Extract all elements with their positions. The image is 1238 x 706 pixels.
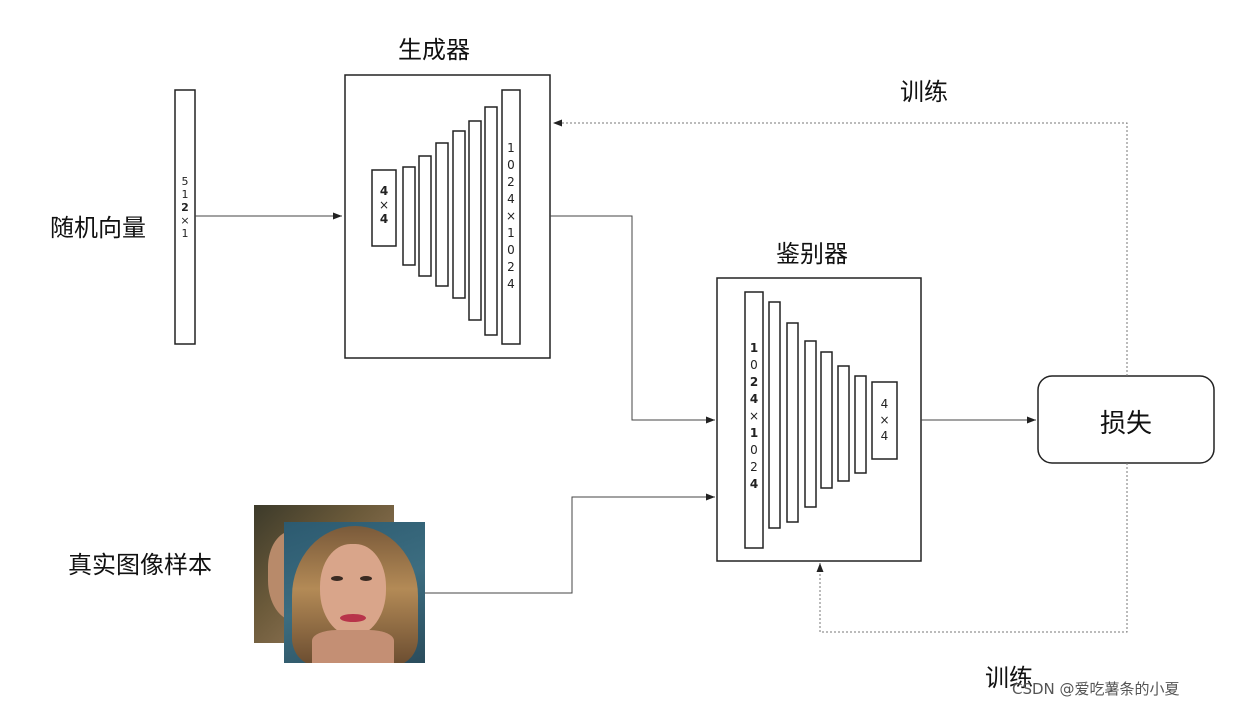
generator-layer — [402, 166, 416, 266]
discriminator-output-layer — [871, 381, 898, 460]
discriminator-output-dims: 4 × 4 — [879, 397, 890, 443]
random-vector-label: 随机向量 — [50, 214, 146, 242]
generator-layer — [435, 142, 449, 287]
random-vector-dims: 5 1 2 × 1 — [180, 175, 190, 240]
generator-input-layer — [371, 169, 397, 247]
generator-layer — [468, 120, 482, 321]
discriminator-layer — [786, 322, 799, 523]
generator-layer — [418, 155, 432, 277]
generator-layer — [484, 106, 498, 336]
generator-layer — [452, 130, 466, 299]
train-label-top: 训练 — [900, 78, 948, 106]
discriminator-layer — [820, 351, 833, 489]
arrow-real-to-discriminator — [425, 493, 715, 594]
training-loop-discriminator — [816, 463, 1128, 633]
arrow-generator-to-discriminator — [550, 215, 715, 424]
training-loop-generator — [553, 119, 1128, 376]
real-sample-photo-front — [284, 522, 425, 663]
generator-output-dims: 1 0 2 4 × 1 0 2 4 — [505, 141, 517, 291]
generator-output-layer — [501, 89, 521, 345]
random-vector-bar — [174, 89, 196, 345]
discriminator-layer — [768, 301, 781, 529]
discriminator-title: 鉴别器 — [776, 240, 848, 268]
loss-box — [1037, 375, 1215, 464]
discriminator-layer — [854, 375, 867, 474]
watermark: CSDN @爱吃薯条的小夏 — [1012, 680, 1180, 698]
discriminator-layer — [804, 340, 817, 508]
real-samples-label: 真实图像样本 — [68, 551, 212, 579]
generator-title: 生成器 — [398, 36, 470, 64]
discriminator-input-dims: 1 0 2 4 × 1 0 2 4 — [748, 341, 760, 491]
train-label-bottom: 训练 — [985, 664, 1033, 692]
loss-label: 损失 — [1100, 409, 1153, 439]
discriminator-layer — [837, 365, 850, 482]
discriminator-input-layer — [744, 291, 764, 549]
generator-input-dims: 4 × 4 — [378, 184, 390, 226]
